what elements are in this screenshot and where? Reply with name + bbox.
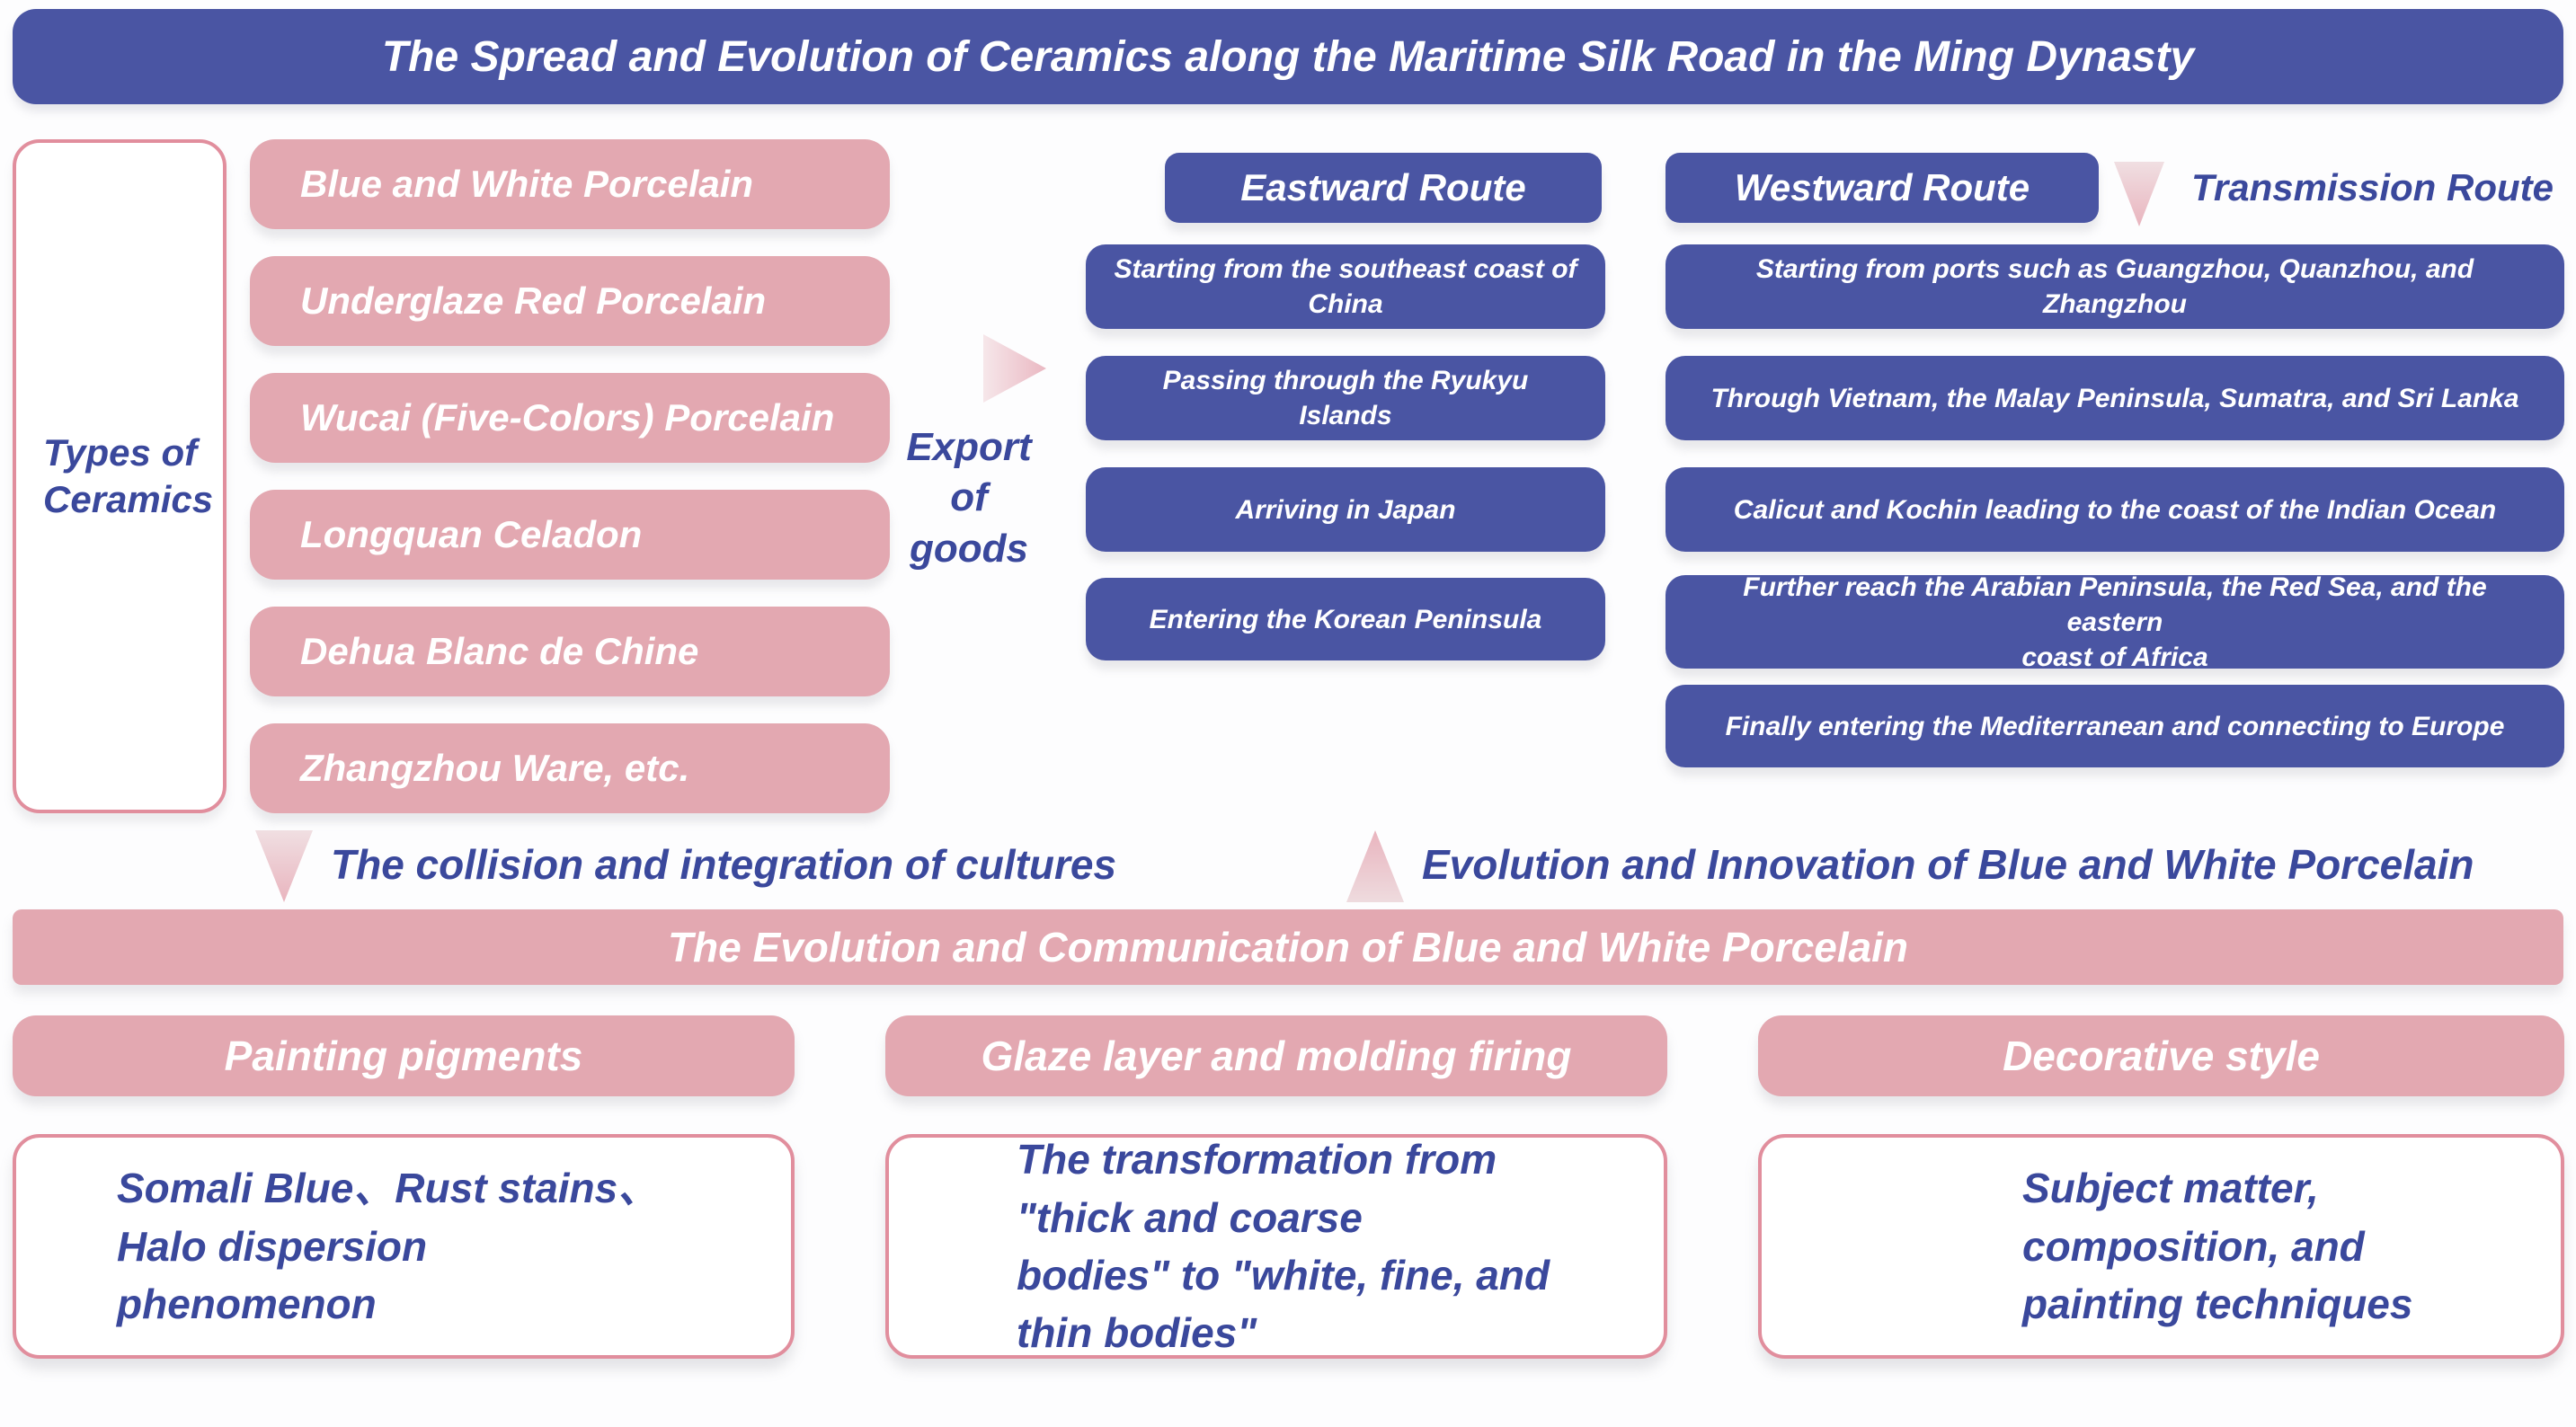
types-of-ceramics-panel: Types of Ceramics <box>13 139 227 813</box>
ceramic-type-item: Underglaze Red Porcelain <box>250 256 890 346</box>
eastward-route-step: Arriving in Japan <box>1086 467 1605 552</box>
bottom-section-header-painting-pigments: Painting pigments <box>13 1015 795 1096</box>
transmission-route-label: Transmission Route <box>2191 166 2554 208</box>
flow-down-arrow-icon <box>255 830 313 902</box>
eastward-route-step: Starting from the southeast coast of Chi… <box>1086 244 1605 329</box>
eastward-route-step: Entering the Korean Peninsula <box>1086 578 1605 660</box>
eastward-route-header: Eastward Route <box>1165 153 1602 223</box>
ceramic-type-item: Wucai (Five-Colors) Porcelain <box>250 373 890 463</box>
westward-route-step: Starting from ports such as Guangzhou, Q… <box>1666 244 2564 329</box>
ceramic-type-item: Zhangzhou Ware, etc. <box>250 723 890 813</box>
export-of-goods-label: Export of goods <box>906 425 1032 571</box>
bottom-section-body-glaze-molding: The transformation from "thick and coars… <box>885 1134 1667 1359</box>
export-arrow-icon <box>983 334 1046 403</box>
transmission-route-arrow-icon <box>2114 162 2164 226</box>
types-of-ceramics-label: Types of Ceramics <box>43 430 214 521</box>
westward-route-header: Westward Route <box>1666 153 2099 223</box>
bottom-section-header-glaze-molding: Glaze layer and molding firing <box>885 1015 1667 1096</box>
evolution-communication-bar: The Evolution and Communication of Blue … <box>13 909 2563 985</box>
westward-route-step: Through Vietnam, the Malay Peninsula, Su… <box>1666 356 2564 440</box>
eastward-route-step: Passing through the Ryukyu Islands <box>1086 356 1605 440</box>
bottom-section-body-decorative-style: Subject matter, composition, and paintin… <box>1758 1134 2564 1359</box>
page-title: The Spread and Evolution of Ceramics alo… <box>13 9 2563 104</box>
westward-route-step: Further reach the Arabian Peninsula, the… <box>1666 572 2564 672</box>
bottom-section-text: The transformation from "thick and coars… <box>1017 1136 1550 1357</box>
ceramic-type-item: Longquan Celadon <box>250 490 890 580</box>
westward-route-step: Calicut and Kochin leading to the coast … <box>1666 467 2564 552</box>
evolution-innovation-label: Evolution and Innovation of Blue and Whi… <box>1422 841 2474 888</box>
westward-route-step: Finally entering the Mediterranean and c… <box>1666 685 2564 767</box>
flow-up-arrow-icon <box>1346 830 1404 902</box>
bottom-section-header-decorative-style: Decorative style <box>1758 1015 2564 1096</box>
ceramic-type-item: Dehua Blanc de Chine <box>250 607 890 696</box>
collision-integration-label: The collision and integration of culture… <box>331 841 1117 888</box>
bottom-section-body-painting-pigments: Somali Blue、Rust stains、Halo dispersion … <box>13 1134 795 1359</box>
bottom-section-text: Somali Blue、Rust stains、Halo dispersion … <box>117 1165 660 1328</box>
ceramic-type-item: Blue and White Porcelain <box>250 139 890 229</box>
bottom-section-text: Subject matter, composition, and paintin… <box>2022 1165 2413 1328</box>
